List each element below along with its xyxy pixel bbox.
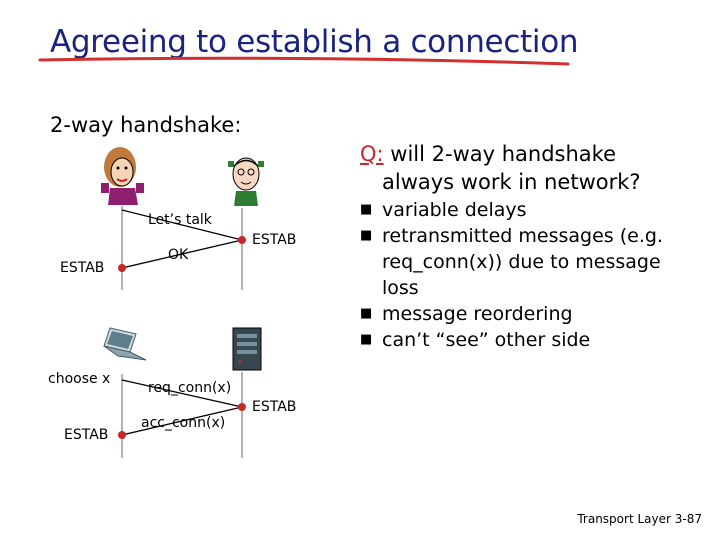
- upper-right-estab-label: ESTAB: [252, 232, 297, 248]
- title-underline: [38, 56, 570, 66]
- bullet-item: ■variable delays: [360, 199, 527, 221]
- upper-msg2-arrow: [121, 239, 243, 269]
- question-q-letter: Q:: [360, 142, 384, 166]
- upper-left-estab-dot: [118, 264, 126, 272]
- lower-msg2-label: acc_conn(x): [141, 415, 226, 431]
- bullet-square-icon: ■: [360, 332, 373, 347]
- upper-msg2-label: OK: [168, 247, 189, 263]
- bullet-square-icon: ■: [360, 306, 373, 321]
- lower-msg1-label: req_conn(x): [148, 380, 232, 396]
- bullet-item: ■retransmitted messages (e.g. req_conn(x…: [360, 225, 663, 299]
- handshake-subtitle: 2-way handshake:: [50, 113, 242, 137]
- question-line2: always work in network?: [382, 170, 641, 194]
- question-block: Q: will 2-way handshake always work in n…: [360, 140, 690, 196]
- footer-chapter: Transport Layer: [577, 512, 671, 526]
- lower-msg2-arrow: [121, 406, 243, 436]
- bullet-square-icon: ■: [360, 202, 373, 217]
- choose-x-label: choose x: [48, 371, 111, 387]
- server-icon: [232, 327, 262, 371]
- upper-left-estab-label: ESTAB: [60, 260, 105, 276]
- bullet-item: ■message reordering: [360, 303, 573, 325]
- man-figure: [228, 157, 264, 206]
- bullet-list: ■variable delays ■retransmitted messages…: [360, 197, 700, 353]
- bullet-item: ■can’t “see” other side: [360, 329, 591, 351]
- slide-footer: Transport Layer 3-87: [577, 512, 702, 526]
- lower-left-estab-dot: [118, 431, 126, 439]
- lower-right-estab-dot: [238, 403, 246, 411]
- bullet-square-icon: ■: [360, 228, 373, 243]
- upper-msg1-label: Let’s talk: [148, 212, 212, 228]
- lower-right-estab-label: ESTAB: [252, 399, 297, 415]
- lower-msg1-arrow: [121, 379, 243, 408]
- question-line1: will 2-way handshake: [390, 142, 617, 166]
- woman-figure: [101, 147, 144, 205]
- slide-title: Agreeing to establish a connection: [50, 24, 579, 60]
- lower-left-estab-label: ESTAB: [64, 427, 109, 443]
- upper-msg1-arrow: [121, 209, 243, 241]
- laptop-icon: [103, 327, 147, 361]
- footer-page-number: 3-87: [674, 512, 702, 526]
- upper-right-estab-dot: [238, 236, 246, 244]
